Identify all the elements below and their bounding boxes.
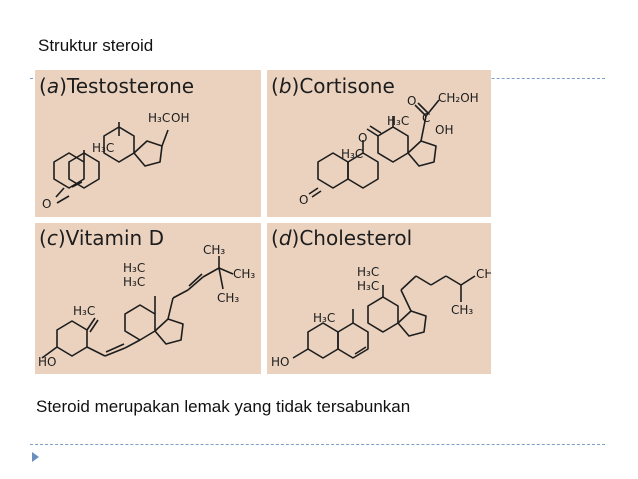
label-ho-c: HO: [38, 355, 56, 369]
panel-label-cortisone: (b)Cortisone: [271, 74, 395, 98]
label-o-b2: O: [358, 131, 367, 145]
label-ch3-c1: CH₃: [203, 243, 225, 257]
label-h3c-d3: H₃C: [313, 311, 335, 325]
label-h3c-b2: H₃C: [341, 147, 363, 161]
label-ho-d: HO: [271, 355, 289, 369]
label-ch3-c2: CH₃: [233, 267, 255, 281]
label-h3c-c3: H₃C: [73, 304, 95, 318]
label-h3c-c2: H₃C: [123, 275, 145, 289]
label-ch3-d2: CH₃: [451, 303, 473, 317]
testosterone-structure: [53, 122, 169, 204]
label-o-b1: O: [407, 94, 416, 108]
label-h3c-a2: H₃C: [92, 141, 114, 155]
label-h3c-b1: H₃C: [387, 114, 409, 128]
steroid-structures-figure: (a)Testosterone (b)Cortisone (c)Vitamin …: [35, 70, 491, 374]
bullet-arrow-icon: [32, 452, 39, 462]
label-c-b: C: [422, 111, 430, 125]
cholesterol-structure: [292, 275, 476, 359]
label-o-a: O: [42, 197, 51, 211]
cortisone-structure: [308, 99, 440, 198]
panel-label-testosterone: (a)Testosterone: [39, 74, 195, 98]
label-oh-b: OH: [435, 123, 453, 137]
label-h3c-d1: H₃C: [357, 265, 379, 279]
label-oh-a: OH: [171, 111, 189, 125]
bottom-divider: [30, 444, 605, 445]
label-h3c-d2: H₃C: [357, 279, 379, 293]
label-h3c-c1: H₃C: [123, 261, 145, 275]
vitamin-d-structure: [41, 256, 234, 359]
label-ch2oh-b: CH₂OH: [438, 91, 479, 105]
label-ch3-d1: CH₃: [476, 267, 491, 281]
panel-gutter-horizontal: [35, 217, 491, 223]
label-ch3-c3: CH₃: [217, 291, 239, 305]
molecule-drawings: H₃C OH H₃C O O CH₂OH H₃C C OH O H₃C O CH…: [38, 91, 491, 369]
label-o-b3: O: [299, 193, 308, 207]
panel-label-vitamin-d: (c)Vitamin D: [39, 226, 164, 250]
label-h3c-a1: H₃C: [148, 111, 170, 125]
panel-label-cholesterol: (d)Cholesterol: [271, 226, 413, 250]
slide-caption: Steroid merupakan lemak yang tidak tersa…: [36, 397, 411, 416]
slide-title: Struktur steroid: [38, 36, 154, 55]
